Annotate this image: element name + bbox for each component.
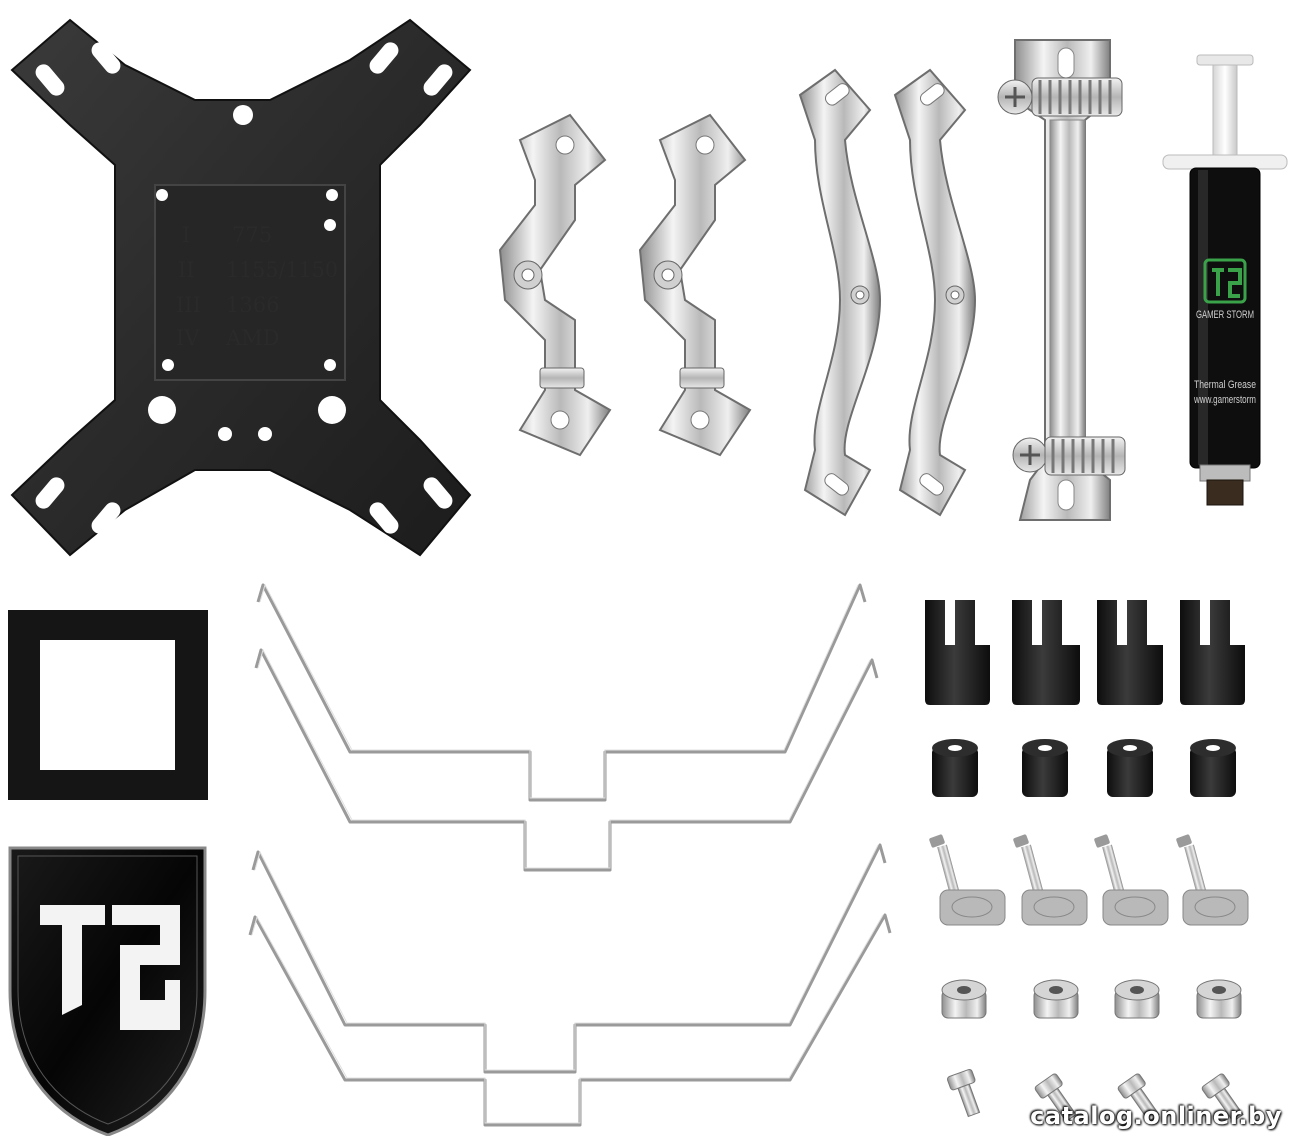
t-bolt-3 <box>1094 834 1169 926</box>
backplate-label-socket-4: AMD <box>225 326 280 350</box>
gamer-storm-logo-icon <box>1203 258 1247 304</box>
rubber-spacer-1 <box>932 739 978 797</box>
backplate-label-socket-1: 775 <box>232 223 272 247</box>
small-screw-1 <box>946 1068 981 1118</box>
spring-screw-bottom <box>1012 436 1126 476</box>
thermal-grease-syringe: GAMER STORM Thermal Grease www.gamerstor… <box>1162 54 1288 506</box>
backplate-label-socket-3: 1366 <box>226 293 279 317</box>
watermark: catalog.onliner.by <box>1030 1102 1282 1130</box>
wire-clip-1 <box>256 583 867 802</box>
thumb-nuts <box>941 979 1242 1019</box>
t-bolt-4 <box>1176 834 1249 926</box>
wire-clip-2 <box>254 648 879 872</box>
short-bracket-right <box>638 113 752 457</box>
wire-clips <box>248 583 892 1127</box>
rubber-cap-2 <box>1012 600 1080 705</box>
small-screw-4 <box>1201 1073 1244 1123</box>
syringe-label-text: Thermal Grease <box>1194 379 1256 391</box>
spring-screw-top <box>997 77 1123 117</box>
rubber-cap-4 <box>1180 600 1245 705</box>
rubber-spacer-2 <box>1022 739 1068 797</box>
t-bolt-1 <box>929 834 1006 926</box>
square-foam-gasket <box>8 610 208 800</box>
backplate-label-numeral-4: IV <box>176 326 200 350</box>
rubber-spacer-4 <box>1190 739 1236 797</box>
thumb-nut-1 <box>941 979 987 1019</box>
spring-clamp-bar <box>997 39 1126 521</box>
backplate-label-numeral-3: III <box>176 293 201 317</box>
long-bracket-left <box>798 68 882 517</box>
backplate: I 775 II 1155/1150 III 1366 IV AMD <box>10 18 472 557</box>
wire-clip-3 <box>251 843 887 1074</box>
gamer-storm-shield-icon <box>8 846 207 1136</box>
syringe-brand-text: GAMER STORM <box>1196 309 1254 321</box>
wire-clip-4 <box>248 913 892 1127</box>
thumb-nut-3 <box>1114 979 1160 1019</box>
small-screw-3 <box>1117 1073 1160 1123</box>
thumb-nut-2 <box>1033 979 1079 1019</box>
syringe-url-text: www.gamerstorm <box>1193 394 1256 406</box>
rubber-cap-3 <box>1097 600 1163 705</box>
rubber-spacers <box>932 739 1236 797</box>
rubber-spacer-3 <box>1107 739 1153 797</box>
small-screws <box>946 1068 1244 1123</box>
rubber-cap-1 <box>925 600 990 705</box>
backplate-label-numeral-1: I <box>182 223 190 247</box>
short-bracket-left <box>498 113 612 457</box>
backplate-label-numeral-2: II <box>178 258 195 282</box>
backplate-label-socket-2: 1155/1150 <box>226 258 338 282</box>
small-screw-2 <box>1034 1073 1077 1123</box>
t-bolt-2 <box>1013 834 1088 926</box>
t-bolts <box>929 834 1249 926</box>
rubber-caps <box>925 600 1245 705</box>
thumb-nut-4 <box>1196 979 1242 1019</box>
long-bracket-right <box>893 68 977 517</box>
